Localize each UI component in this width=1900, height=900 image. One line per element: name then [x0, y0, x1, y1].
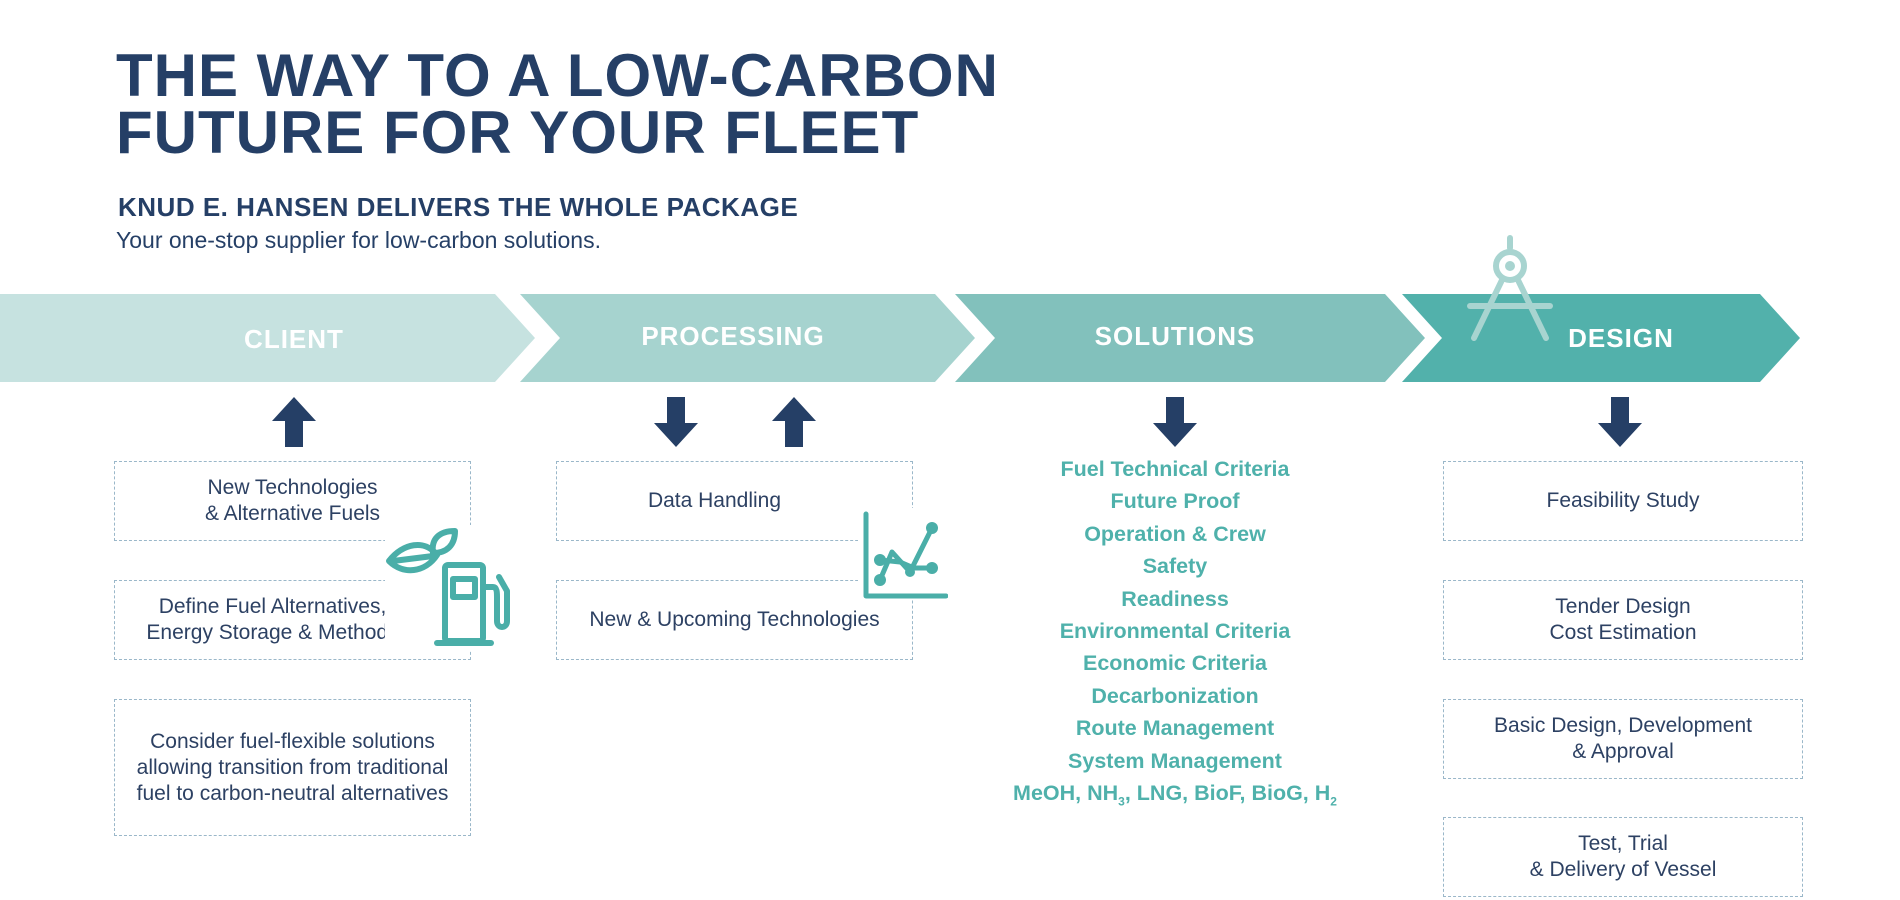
stage-processing-chevron [520, 294, 975, 382]
processing-box-data-handling: Data Handling [556, 461, 913, 541]
tagline: Your one-stop supplier for low-carbon so… [116, 227, 601, 253]
client-box-define-fuel: Define Fuel Alternatives, Energy Storage… [114, 580, 471, 660]
stage-client-label: CLIENT [244, 324, 344, 354]
stage-solutions-label: SOLUTIONS [1095, 321, 1256, 351]
solution-item: Route Management [1075, 716, 1275, 740]
fuel-pump-leaf-icon [385, 525, 515, 650]
design-box-basic-design: Basic Design, Development & Approval [1443, 699, 1803, 779]
solution-item: Decarbonization [1091, 684, 1259, 708]
processing-box-upcoming-tech: New & Upcoming Technologies [556, 580, 913, 660]
design-box-test-trial: Test, Trial & Delivery of Vessel [1443, 817, 1803, 897]
page-title-line-2: FUTURE FOR YOUR FLEET [116, 99, 920, 166]
client-box-fuel-flexible: Consider fuel-flexible solutions allowin… [114, 699, 471, 836]
page-title-line-1: THE WAY TO A LOW-CARBON [116, 42, 999, 109]
solution-fuels: MeOH, NH3, LNG, BioF, BioG, H2 [1013, 781, 1337, 809]
solution-item: Readiness [1121, 587, 1229, 611]
solution-item: Future Proof [1110, 489, 1240, 513]
client-box-new-technologies: New Technologies & Alternative Fuels [114, 461, 471, 541]
design-box-feasibility: Feasibility Study [1443, 461, 1803, 541]
design-box-tender: Tender Design Cost Estimation [1443, 580, 1803, 660]
arrow-up-icon [272, 397, 316, 447]
stage-design-chevron [1402, 294, 1800, 382]
arrow-down-icon [654, 397, 698, 447]
arrow-down-icon [1153, 397, 1197, 447]
stage-client-chevron [0, 294, 535, 382]
arrow-up-icon [772, 397, 816, 447]
solution-item: Operation & Crew [1084, 522, 1266, 546]
solution-item: Fuel Technical Criteria [1060, 457, 1290, 481]
subtitle: KNUD E. HANSEN DELIVERS THE WHOLE PACKAG… [118, 192, 799, 222]
stage-design-label: DESIGN [1568, 323, 1674, 353]
stage-solutions-chevron [955, 294, 1425, 382]
process-banner: CLIENT PROCESSING SOLUTIONS DESIGN [0, 294, 1800, 382]
solution-item: Economic Criteria [1083, 651, 1267, 675]
solution-item: Safety [1142, 554, 1208, 578]
solution-item: System Management [1068, 749, 1282, 773]
stage-processing-label: PROCESSING [641, 321, 824, 351]
line-chart-icon [858, 508, 948, 600]
drafting-compass-icon [1467, 235, 1553, 341]
solution-item: Environmental Criteria [1059, 619, 1291, 643]
arrow-down-icon [1598, 397, 1642, 447]
